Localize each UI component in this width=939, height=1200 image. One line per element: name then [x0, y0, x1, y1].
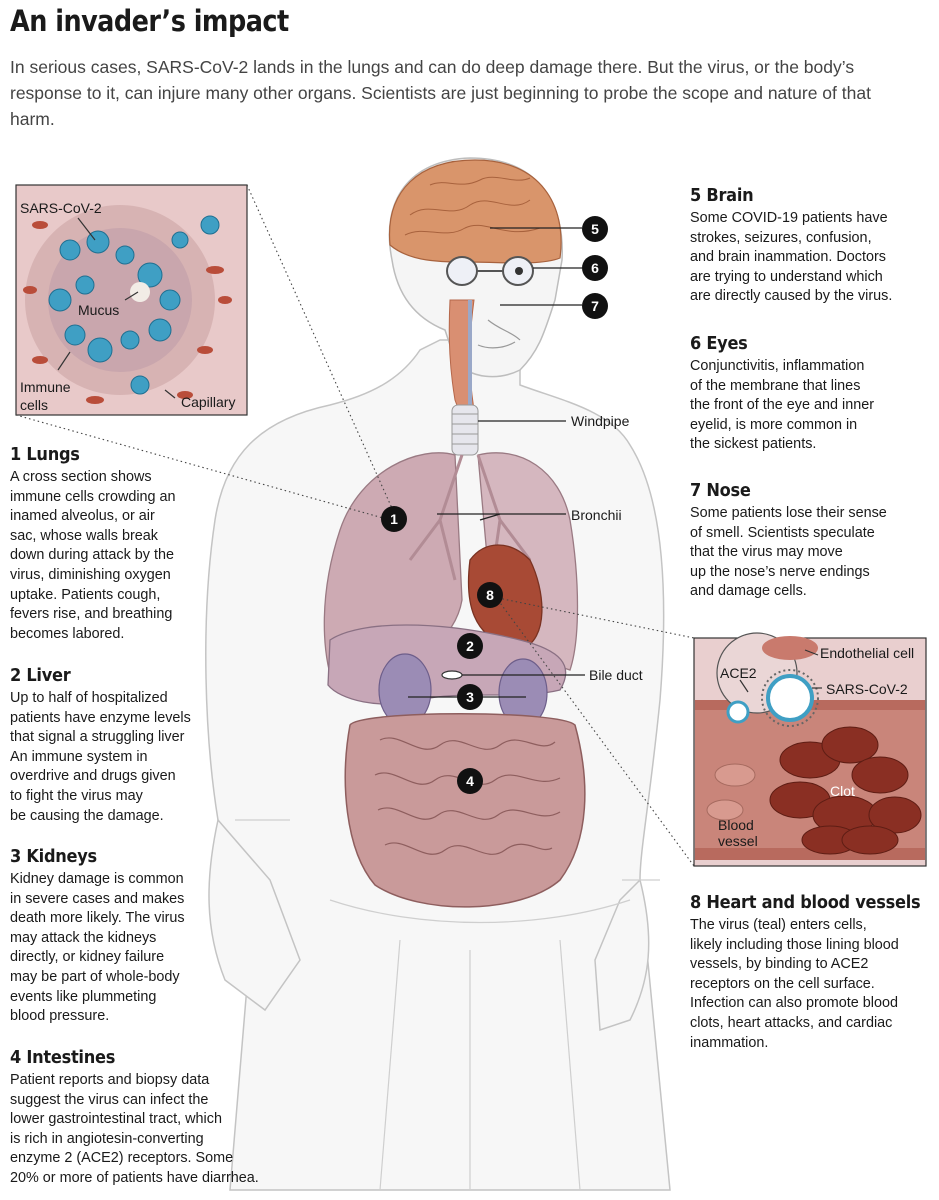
page-title: An invader’s impact	[10, 4, 289, 38]
marker-3: 3	[457, 684, 483, 710]
section-intestines-heading: 4 Intestines	[10, 1047, 116, 1068]
svg-text:8: 8	[486, 587, 494, 603]
lung-inset-virus-label: SARS-CoV-2	[20, 200, 102, 216]
bronchii-label: Bronchii	[571, 507, 622, 523]
svg-text:1: 1	[390, 511, 398, 527]
section-nose: 7 Nose Some patients lose their sense of…	[690, 480, 930, 602]
section-nose-heading: 7 Nose	[690, 480, 751, 501]
section-heart-heading: 8 Heart and blood vessels	[690, 892, 921, 913]
section-liver: 2 Liver Up to half of hospitalized patie…	[10, 665, 235, 826]
lung-inset-immune-label-2: cells	[20, 397, 48, 413]
windpipe	[451, 404, 479, 456]
section-liver-heading: 2 Liver	[10, 665, 71, 686]
bile-duct-label: Bile duct	[589, 667, 643, 683]
section-kidneys-heading: 3 Kidneys	[10, 846, 97, 867]
lung-inset-immune-label-1: Immune	[20, 379, 71, 395]
eye-glasses	[446, 256, 534, 286]
svg-text:2: 2	[466, 638, 474, 654]
bile-duct	[441, 670, 463, 680]
lung-inset-capillary-label: Capillary	[181, 394, 235, 410]
section-heart: 8 Heart and blood vessels The virus (tea…	[690, 892, 935, 1053]
vessel-inset: ACE2 Endothelial cell SARS-CoV-2 Clot Bl…	[693, 632, 927, 867]
marker-8: 8	[477, 582, 503, 608]
vessel-inset-virus-label: SARS-CoV-2	[826, 681, 908, 697]
vessel-inset-ace2-label: ACE2	[720, 665, 757, 681]
marker-5: 5	[582, 216, 608, 242]
svg-text:5: 5	[591, 221, 599, 237]
intro-paragraph: In serious cases, SARS-CoV-2 lands in th…	[10, 57, 871, 129]
marker-7: 7	[582, 293, 608, 319]
section-brain: 5 Brain Some COVID-19 patients have stro…	[690, 185, 930, 307]
section-liver-body: Up to half of hospitalized patients have…	[10, 690, 191, 824]
marker-2: 2	[457, 633, 483, 659]
svg-text:7: 7	[591, 298, 599, 314]
vessel-inset-blood-label-2: vessel	[718, 833, 758, 849]
section-lungs-body: A cross section shows immune cells crowd…	[10, 469, 176, 642]
lung-inset-mucus-label: Mucus	[78, 302, 119, 318]
section-lungs: 1 Lungs A cross section shows immune cel…	[10, 444, 230, 644]
section-lungs-heading: 1 Lungs	[10, 444, 80, 465]
svg-text:3: 3	[466, 689, 474, 705]
svg-text:6: 6	[591, 260, 599, 276]
section-kidneys-body: Kidney damage is common in severe cases …	[10, 871, 185, 1025]
svg-text:4: 4	[466, 773, 474, 789]
section-eyes: 6 Eyes Conjunctivitis, inflammation of t…	[690, 333, 930, 455]
section-intestines-body: Patient reports and biopsy data suggest …	[10, 1072, 259, 1186]
lung-inset: SARS-CoV-2 Mucus Immune cells Capillary	[15, 184, 248, 416]
intestines	[344, 713, 586, 908]
vessel-inset-clot-label: Clot	[830, 783, 855, 799]
marker-1: 1	[381, 506, 407, 532]
marker-4: 4	[457, 768, 483, 794]
vessel-inset-blood-label-1: Blood	[718, 817, 754, 833]
inset-connectors	[15, 184, 695, 867]
windpipe-label: Windpipe	[571, 413, 630, 429]
section-heart-body: The virus (teal) enters cells, likely in…	[690, 917, 899, 1051]
section-eyes-body: Conjunctivitis, inflammation of the memb…	[690, 358, 875, 453]
vessel-inset-endothelial-label: Endothelial cell	[820, 645, 914, 661]
section-nose-body: Some patients lose their sense of smell.…	[690, 505, 887, 600]
section-eyes-heading: 6 Eyes	[690, 333, 748, 354]
section-brain-body: Some COVID-19 patients have strokes, sei…	[690, 210, 893, 305]
heart	[467, 544, 543, 651]
section-intestines: 4 Intestines Patient reports and biopsy …	[10, 1047, 290, 1189]
section-kidneys: 3 Kidneys Kidney damage is common in sev…	[10, 846, 235, 1027]
marker-6: 6	[582, 255, 608, 281]
section-brain-heading: 5 Brain	[690, 185, 754, 206]
